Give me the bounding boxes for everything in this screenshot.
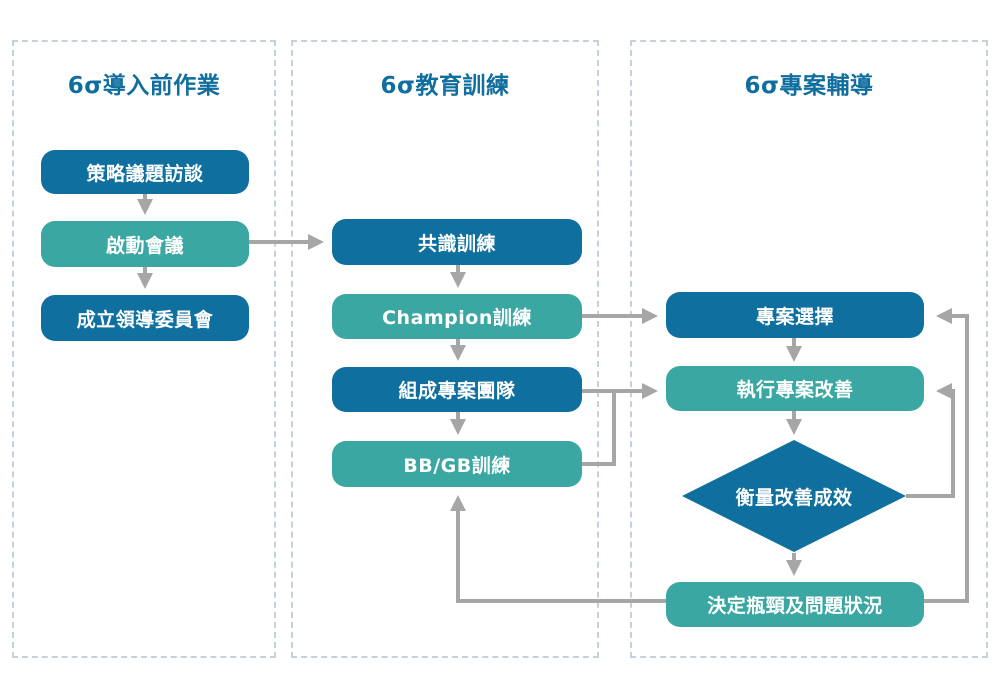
node-bbgb-training: BB/GB訓練 [332, 441, 582, 487]
node-champion-training: Champion訓練 [332, 294, 582, 339]
node-project-selection: 專案選擇 [666, 292, 924, 338]
arrow-decide-back-to-bbgb [450, 495, 666, 603]
node-consensus-training: 共識訓練 [332, 219, 582, 265]
lane-title-education-training: 6σ教育訓練 [380, 73, 510, 99]
arrow-decide-back-to-selection [923, 308, 969, 603]
node-kickoff-meeting: 啟動會議 [41, 221, 249, 267]
lane-project-coaching: 6σ專案輔導 [630, 40, 988, 658]
lane-pre-introduction: 6σ導入前作業 [12, 40, 276, 658]
node-decide-bottleneck: 決定瓶頸及問題狀況 [666, 582, 924, 627]
node-measure-results: 衡量改善成效 [735, 486, 853, 509]
node-execute-improvement: 執行專案改善 [666, 366, 924, 411]
node-form-project-team: 組成專案團隊 [332, 367, 582, 412]
lane-title-project-coaching: 6σ專案輔導 [744, 73, 874, 99]
arrow-measure-back-to-execute [906, 383, 955, 498]
node-strategy-interview: 策略議題訪談 [41, 150, 249, 194]
lane-title-pre-introduction: 6σ導入前作業 [67, 73, 221, 99]
node-leadership-committee: 成立領導委員會 [41, 295, 249, 341]
measure-decision-diamond [682, 440, 906, 552]
arrow-bbgb-to-execute [582, 383, 658, 466]
lane-education-training: 6σ教育訓練 [291, 40, 599, 658]
